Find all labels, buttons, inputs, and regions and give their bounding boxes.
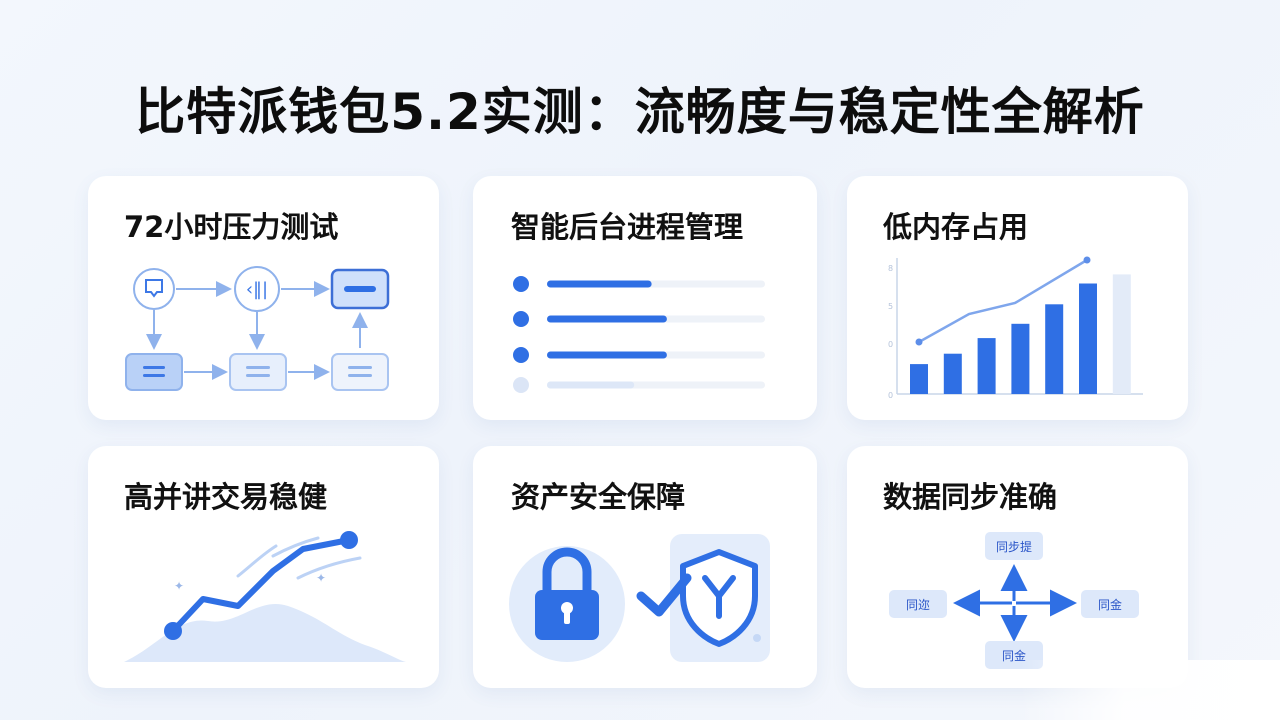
card-title: 资产安全保障 bbox=[511, 480, 686, 514]
sync-node-right: 同金 bbox=[1098, 597, 1122, 612]
card-title: 72小时压力测试 bbox=[124, 210, 339, 244]
data-sync-card: 数据同步准确 同步提 同迩 同金 同金 bbox=[847, 446, 1188, 688]
sync-cross-diagram-icon: 同步提 同迩 同金 同金 bbox=[889, 532, 1139, 669]
memory-bar bbox=[1112, 274, 1131, 394]
page-title: 比特派钱包5.2实测：流畅度与稳定性全解析 bbox=[135, 83, 1145, 141]
card-title: 数据同步准确 bbox=[883, 480, 1058, 514]
tick-label: 0 bbox=[888, 391, 893, 400]
card-title: 智能后台进程管理 bbox=[511, 210, 744, 244]
memory-bar bbox=[977, 338, 996, 394]
process-bar bbox=[547, 351, 667, 359]
memory-card: 低内存占用 8 5 0 0 bbox=[847, 176, 1188, 420]
svg-text:✦: ✦ bbox=[174, 579, 184, 593]
svg-text:✦: ✦ bbox=[316, 571, 326, 585]
card-title: 高并讲交易稳健 bbox=[124, 480, 328, 514]
memory-bar bbox=[1045, 304, 1064, 394]
process-bar bbox=[547, 280, 652, 288]
flowchart-icon: ‹‖| bbox=[125, 266, 390, 391]
sync-node-bottom: 同金 bbox=[1002, 648, 1026, 663]
sync-node-top: 同步提 bbox=[996, 539, 1032, 554]
memory-bar bbox=[1011, 323, 1030, 394]
corner-fade bbox=[1020, 660, 1280, 720]
trend-line-icon: ✦ ✦ bbox=[124, 531, 406, 662]
card-title: 低内存占用 bbox=[883, 210, 1029, 244]
memory-bar bbox=[910, 364, 928, 394]
process-bar bbox=[547, 315, 667, 323]
process-dot bbox=[513, 276, 529, 292]
tick-label: 5 bbox=[888, 302, 893, 311]
process-list-icon bbox=[513, 276, 765, 393]
concurrency-card: 高并讲交易稳健 ✦ ✦ bbox=[88, 446, 439, 688]
sync-node-left: 同迩 bbox=[906, 598, 930, 612]
trend-point bbox=[915, 338, 923, 346]
trend-line bbox=[918, 258, 1088, 344]
svg-text:‹‖|: ‹‖| bbox=[246, 279, 268, 300]
memory-bar bbox=[943, 353, 962, 394]
process-dot bbox=[513, 311, 529, 327]
process-dot bbox=[513, 347, 529, 363]
security-card: 资产安全保障 bbox=[473, 446, 817, 688]
memory-bar bbox=[1079, 283, 1097, 394]
stress-test-card: 72小时压力测试 ‹‖| bbox=[88, 176, 439, 420]
tick-label: 0 bbox=[888, 340, 893, 349]
process-bar bbox=[547, 381, 635, 389]
trend-point bbox=[1083, 256, 1091, 264]
process-management-card: 智能后台进程管理 bbox=[473, 176, 817, 420]
process-dot bbox=[513, 377, 529, 393]
tick-label: 8 bbox=[888, 264, 893, 273]
lock-shield-icon bbox=[509, 534, 770, 662]
bar-line-chart-icon: 8 5 0 0 bbox=[888, 256, 1143, 400]
